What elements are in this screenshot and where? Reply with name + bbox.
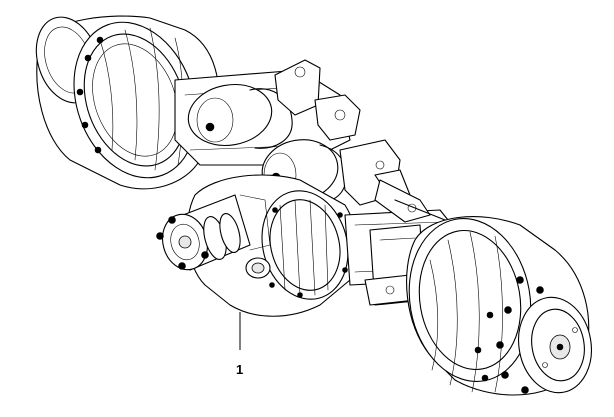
input-flange bbox=[156, 194, 271, 271]
callout-1: 1 bbox=[236, 312, 243, 377]
upper-linkage bbox=[374, 179, 446, 223]
right-brake-drum bbox=[406, 216, 592, 396]
left-brake-drum bbox=[35, 15, 220, 190]
callout-label: 1 bbox=[236, 362, 243, 377]
